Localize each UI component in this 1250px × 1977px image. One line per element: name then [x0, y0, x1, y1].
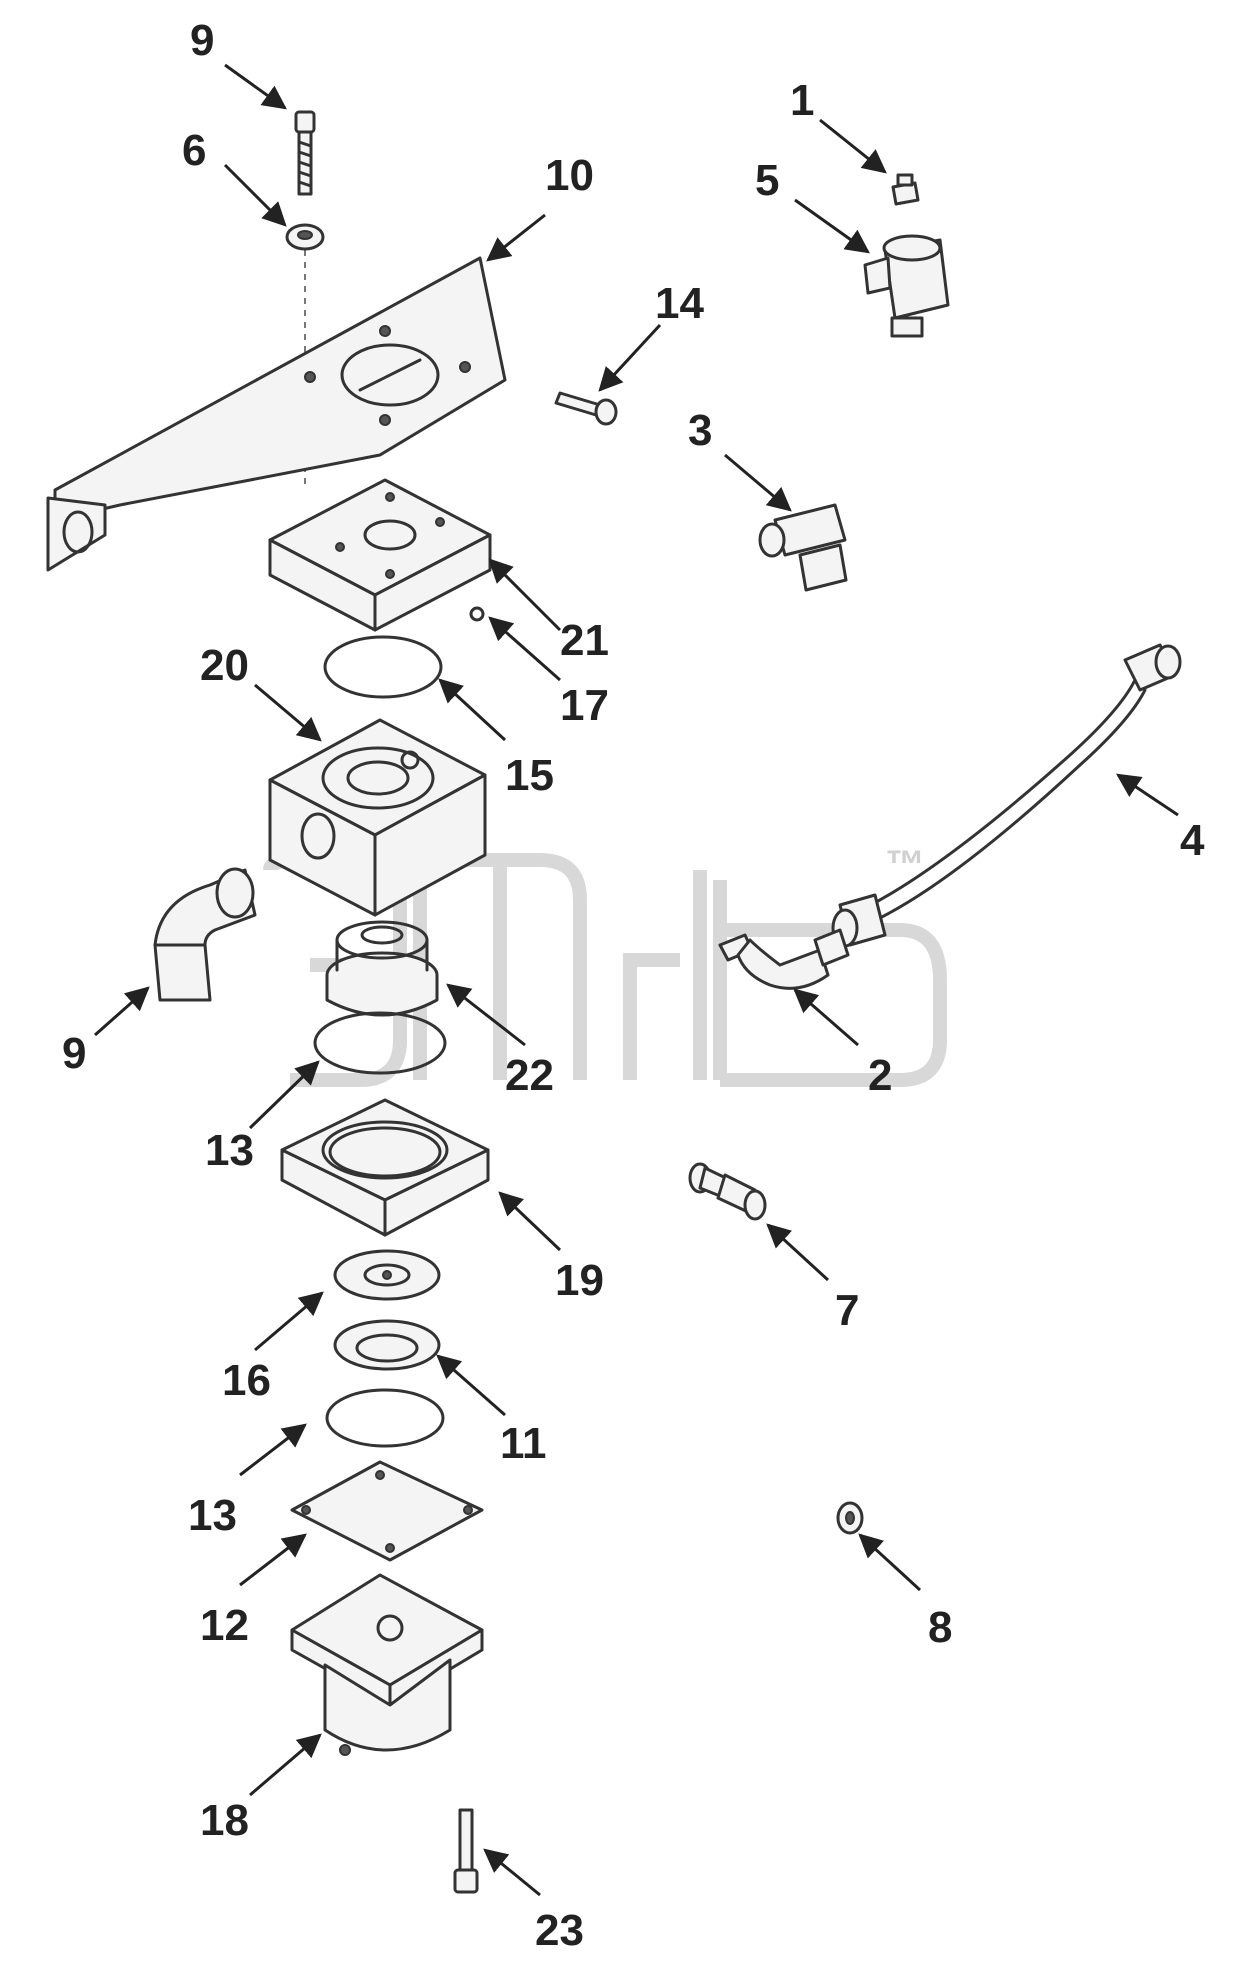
part-2-elbow: [718, 928, 850, 990]
callout-17: 17: [560, 681, 609, 730]
part-5-tee: [863, 234, 950, 338]
part-21-block: [268, 478, 492, 632]
callout-6: 6: [182, 126, 206, 175]
part-9-screw: [294, 110, 316, 196]
callout-1: 1: [790, 76, 814, 125]
part-13-oring-upper: [313, 1011, 447, 1075]
part-4-tube: [831, 643, 1182, 948]
callout-20: 20: [200, 641, 249, 690]
part-14-screw: [554, 391, 618, 426]
callout-9-top: 9: [190, 16, 214, 65]
callout-14: 14: [655, 279, 704, 328]
callout-16: 16: [222, 1356, 271, 1405]
part-1-fitting: [891, 173, 920, 206]
part-10-bracket: [46, 256, 507, 572]
callout-22: 22: [505, 1051, 554, 1100]
callout-4: 4: [1180, 816, 1205, 865]
callout-13-lower: 13: [188, 1491, 237, 1540]
callout-23: 23: [535, 1906, 584, 1955]
callout-3: 3: [688, 406, 712, 455]
callout-21: 21: [560, 616, 609, 665]
callout-8: 8: [928, 1603, 952, 1652]
callout-9-bottom: 9: [62, 1029, 86, 1078]
part-15-oring: [323, 635, 443, 699]
callout-11: 11: [500, 1419, 547, 1468]
part-7-union: [688, 1162, 767, 1221]
callout-5: 5: [755, 156, 779, 205]
part-13-oring-lower: [325, 1388, 445, 1448]
part-6-nut: [285, 223, 325, 251]
part-19-flange: [280, 1098, 490, 1237]
part-17-ball: [469, 606, 485, 622]
part-3-elbow: [758, 503, 848, 592]
part-18-cap: [290, 1573, 484, 1756]
part-22-piston: [325, 920, 439, 1017]
callout-labels: 9 6 10 1 5 14 3 21 17 20 15 4 9 22 2 13 …: [62, 16, 1205, 1955]
part-16-disc: [333, 1249, 441, 1301]
callout-7: 7: [835, 1286, 859, 1335]
part-8-washer: [836, 1501, 864, 1535]
callout-19: 19: [555, 1256, 604, 1305]
part-20-valve-body: [268, 718, 487, 917]
callout-10: 10: [545, 151, 594, 200]
part-23-bolt: [453, 1808, 479, 1894]
callout-18: 18: [200, 1796, 249, 1845]
leader-arrows: [94, 63, 1179, 1897]
part-11-diaphragm: [333, 1319, 441, 1371]
watermark-trademark: ™: [885, 843, 925, 887]
callout-15: 15: [505, 751, 554, 800]
part-12-gasket: [290, 1460, 484, 1562]
callout-12: 12: [200, 1601, 249, 1650]
callout-2: 2: [868, 1051, 892, 1100]
callout-13-upper: 13: [205, 1126, 254, 1175]
part-9-elbow: [153, 867, 257, 1002]
